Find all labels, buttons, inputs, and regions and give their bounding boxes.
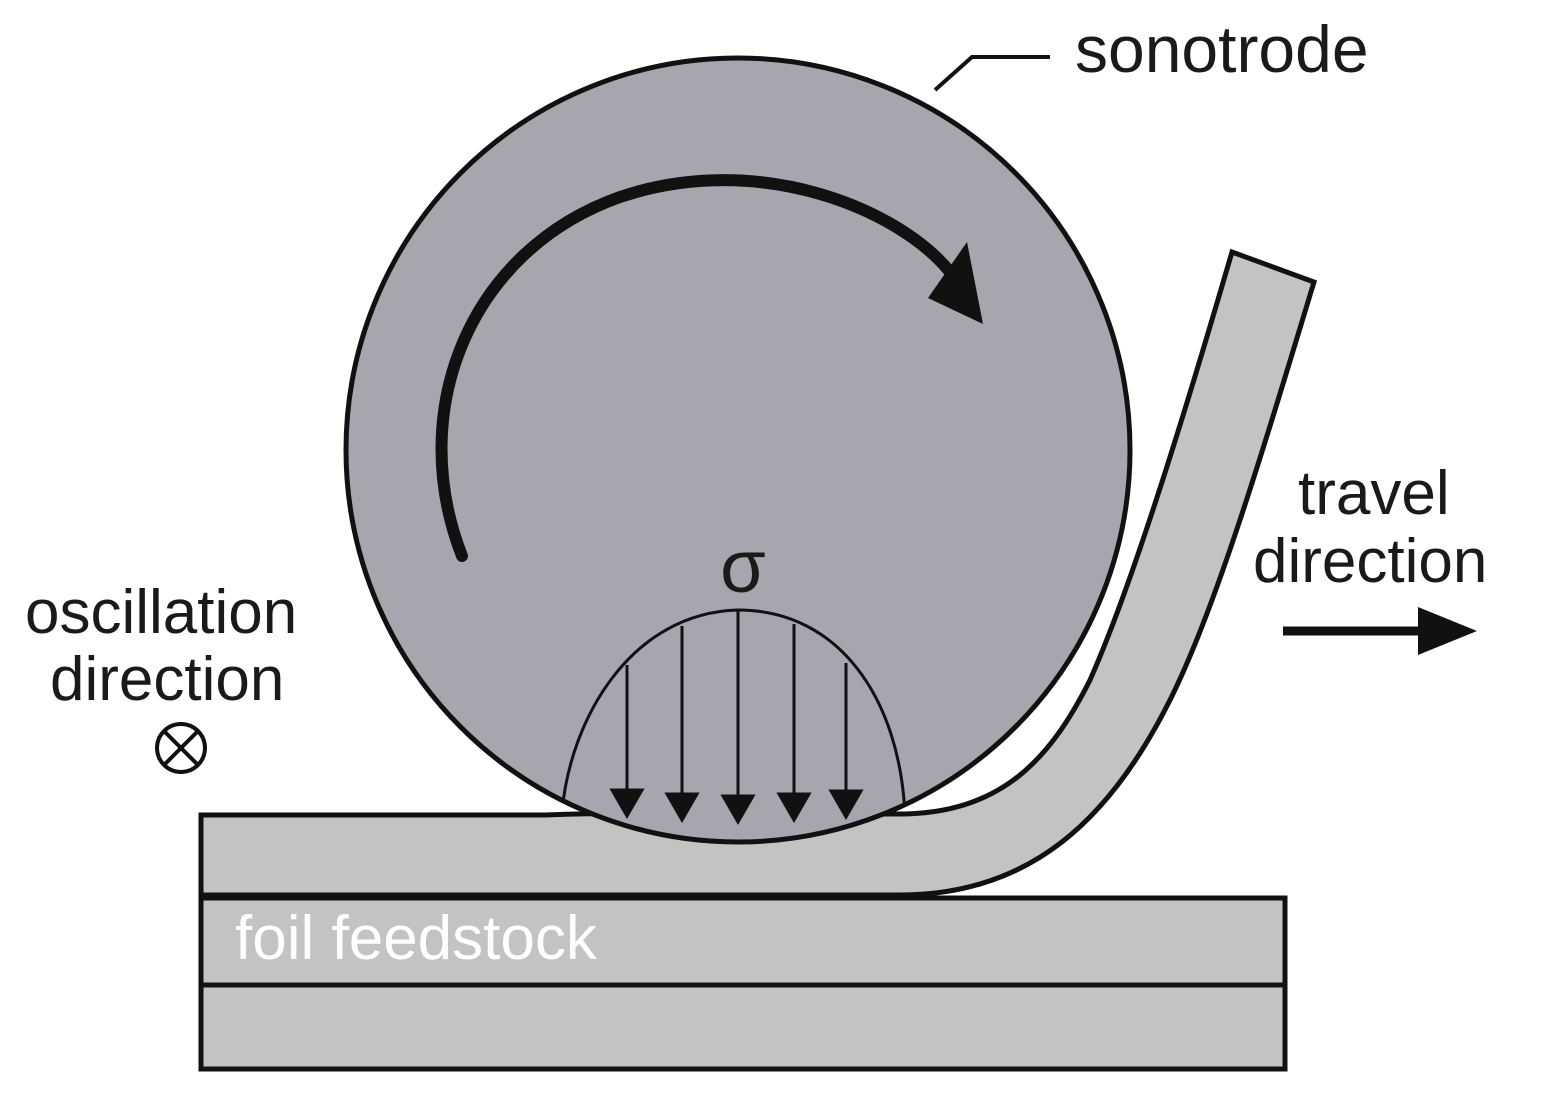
stress-arrows — [609, 611, 864, 826]
travel-direction-label-line1: travel — [1298, 459, 1450, 528]
foil-feedstock-label: foil feedstock — [235, 904, 598, 973]
sonotrode-leader-line — [933, 55, 1050, 92]
stress-symbol: σ — [720, 525, 766, 608]
stress-distribution-dome — [560, 608, 907, 816]
oscillation-direction-label-line1: oscillation — [25, 578, 297, 647]
travel-direction-label-line2: direction — [1253, 527, 1487, 596]
foil-layer-bottom — [198, 982, 1288, 1072]
foil-layer-middle — [198, 895, 1288, 988]
oscillation-direction-label-line2: direction — [50, 645, 284, 714]
clockwise-arrow-icon — [435, 174, 956, 562]
circled-times-icon — [155, 722, 207, 774]
right-arrow-icon — [1283, 607, 1477, 655]
sonotrode-label: sonotrode — [1075, 12, 1369, 86]
clockwise-arrowhead-icon — [928, 242, 983, 324]
